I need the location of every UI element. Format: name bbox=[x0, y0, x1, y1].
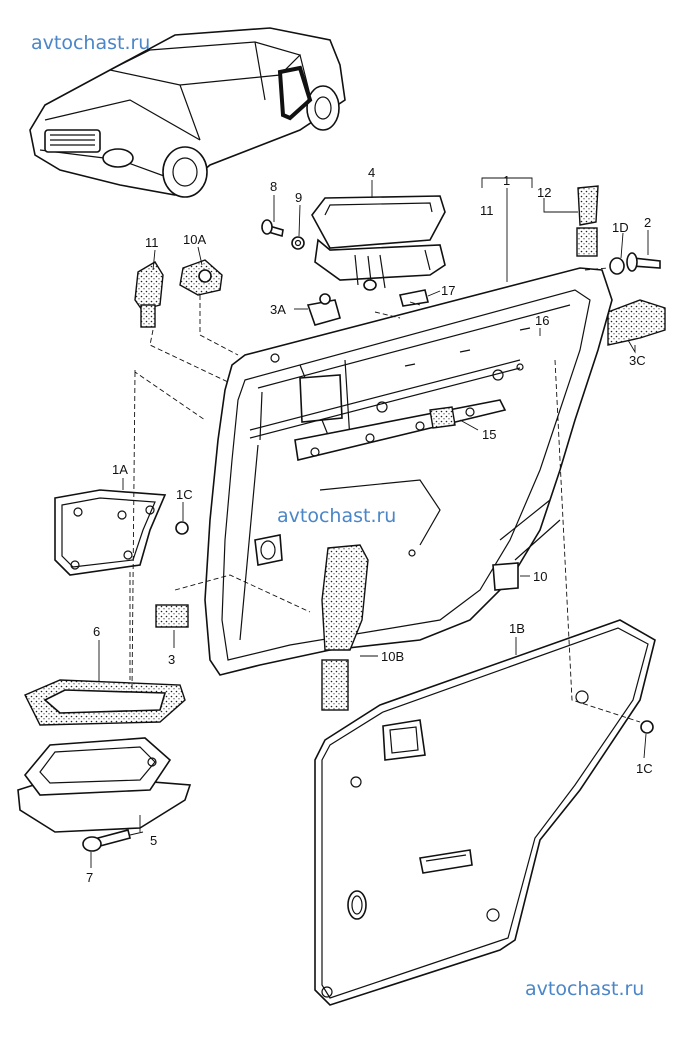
watermark-bottom: avtochast.ru bbox=[525, 978, 645, 1000]
callout-1D: 1D bbox=[612, 220, 629, 235]
part-10B-foam-strip bbox=[321, 544, 369, 711]
callout-1: 1 bbox=[503, 173, 510, 188]
part-8-screw bbox=[261, 219, 284, 238]
part-1D-washer bbox=[609, 257, 625, 275]
part-10-clip bbox=[492, 562, 519, 591]
part-2-screw bbox=[626, 252, 661, 272]
part-3A-clip bbox=[306, 293, 341, 326]
leader-lines bbox=[90, 177, 649, 868]
part-3-foam-block bbox=[155, 604, 189, 628]
part-1A-trim-cover bbox=[54, 489, 167, 576]
part-6-seal bbox=[24, 679, 186, 726]
callout-3A: 3A bbox=[270, 302, 286, 317]
part-9-washer bbox=[291, 236, 305, 250]
part-17-clip bbox=[399, 289, 429, 307]
callout-1A: 1A bbox=[112, 462, 128, 477]
callout-6: 6 bbox=[93, 624, 100, 639]
callout-10B: 10B bbox=[381, 649, 404, 664]
callout-1B: 1B bbox=[509, 621, 525, 636]
callout-11-left: 11 bbox=[145, 235, 159, 250]
callout-4: 4 bbox=[368, 165, 375, 180]
callout-1C-right: 1C bbox=[636, 761, 653, 776]
part-5-handle-bowl bbox=[17, 737, 192, 833]
callout-3: 3 bbox=[168, 652, 175, 667]
part-10A-clip bbox=[179, 259, 223, 296]
callout-8: 8 bbox=[270, 179, 277, 194]
callout-3C: 3C bbox=[629, 353, 646, 368]
watermark-middle: avtochast.ru bbox=[277, 505, 397, 527]
callout-7: 7 bbox=[86, 870, 93, 885]
callout-10A: 10A bbox=[183, 232, 206, 247]
callout-17: 17 bbox=[441, 283, 455, 298]
callout-5: 5 bbox=[150, 833, 157, 848]
callout-10: 10 bbox=[533, 569, 547, 584]
callout-11-bracket: 11 bbox=[480, 203, 494, 218]
door-inner-frame bbox=[204, 267, 613, 676]
callout-1C-left: 1C bbox=[176, 487, 193, 502]
car-illustration bbox=[29, 27, 346, 198]
part-1B-door-panel bbox=[314, 619, 656, 1006]
watermark-top: avtochast.ru bbox=[31, 32, 151, 54]
callout-15: 15 bbox=[482, 427, 496, 442]
part-12-foam-strip bbox=[576, 185, 599, 257]
part-1C-washer-right bbox=[640, 720, 654, 734]
callout-9: 9 bbox=[295, 190, 302, 205]
callout-labels: 1 11 12 1D 2 4 8 9 11 10A 3A 17 16 3C 15… bbox=[86, 165, 653, 885]
callout-12: 12 bbox=[537, 185, 551, 200]
part-7-screw bbox=[82, 829, 131, 852]
part-11-foam-pad bbox=[134, 261, 164, 328]
callout-16: 16 bbox=[535, 313, 549, 328]
part-4-handle-housing bbox=[311, 195, 446, 291]
part-3C-bracket bbox=[607, 299, 666, 346]
callout-2: 2 bbox=[644, 215, 651, 230]
part-1C-washer-left bbox=[175, 521, 189, 535]
